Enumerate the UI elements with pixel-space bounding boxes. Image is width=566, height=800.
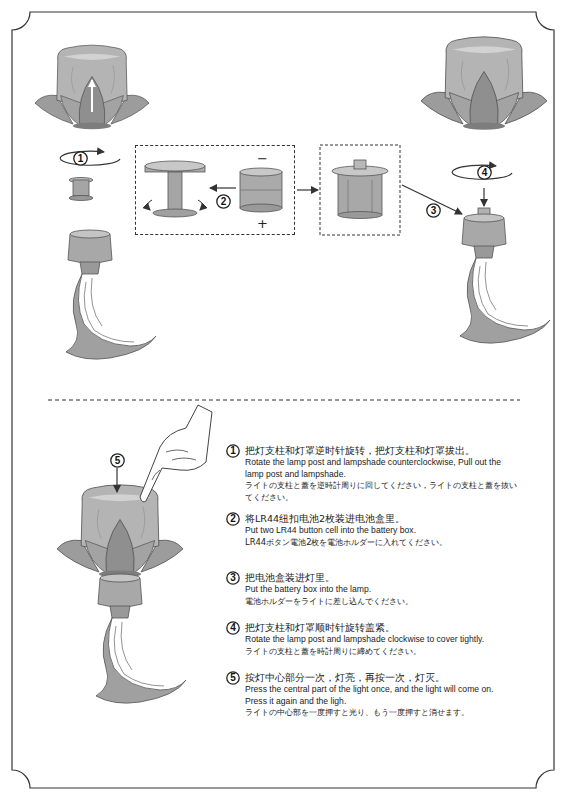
- callout-digit: 3: [426, 203, 441, 218]
- instruction-text: 把灯支柱和灯罩顺时针旋转盖紧。: [245, 621, 517, 634]
- callout-number: 4: [226, 621, 240, 635]
- instruction-step: 把灯支柱和灯罩逆时针旋转，把灯支柱和灯罩拔出。Rotate the lamp p…: [245, 444, 517, 503]
- instruction-step: 将LR44纽扣电池2枚装进电池盒里。Put two LR44 button ce…: [245, 512, 517, 548]
- press-arrow: [116, 468, 117, 492]
- callout-digit: 5: [110, 453, 125, 468]
- polarity-sign: −: [257, 152, 268, 165]
- callout-digit: 2: [226, 512, 240, 526]
- instruction-step: 把电池盒装进灯里。Put the battery box into the la…: [245, 571, 517, 607]
- instruction-text: 将LR44纽扣电池2枚装进电池盒里。: [245, 512, 517, 525]
- instruction-text: ライトの支柱と蓋を時計周りに締めてください。: [245, 646, 517, 658]
- instruction-text: Rotate the lamp post and lampshade clock…: [245, 634, 517, 646]
- instruction-text: ライトの支柱と蓋を逆時計周りに回してください，ライトの支柱と蓋を抜いてください。: [245, 480, 517, 503]
- instruction-text: ライトの中心部を一度押すと光り、もう一度押すと消せます。: [245, 707, 517, 719]
- rotate-arrow: [452, 165, 512, 179]
- lampshade: [421, 37, 547, 130]
- instruction-text: 電池ホルダーをライトに差し込んでください。: [245, 596, 517, 608]
- instruction-text: 把电池盒装进灯里。: [245, 571, 517, 584]
- callout-number: 5: [226, 671, 240, 685]
- instruction-text: Rotate the lamp post and lampshade count…: [245, 457, 517, 480]
- instruction-step: 按灯中心部分一次，灯亮，再按一次，灯灭。Press the central pa…: [245, 671, 517, 719]
- callout-digit: 2: [216, 194, 231, 209]
- hand: [140, 405, 212, 502]
- callout-digit: 5: [226, 671, 240, 685]
- insert-arrow: [210, 187, 236, 188]
- button-cell: [240, 168, 282, 212]
- callout-number: 5: [110, 453, 125, 468]
- callout-digit: 4: [477, 165, 492, 180]
- dashed-box: − +2: [135, 145, 295, 235]
- instruction-text: 把灯支柱和灯罩逆时针旋转，把灯支柱和灯罩拔出。: [245, 444, 517, 457]
- lamp-post: [460, 214, 550, 343]
- callout-number: 2: [216, 194, 231, 209]
- instruction-text: 按灯中心部分一次，灯亮，再按一次，灯灭。: [245, 671, 517, 684]
- callout-digit: 1: [226, 444, 240, 458]
- down-arrow: [483, 188, 484, 206]
- lamp-post: [66, 230, 156, 359]
- callout-number: 3: [426, 203, 441, 218]
- rotate-arrow: [60, 151, 120, 165]
- instruction-text: Press the central part of the light once…: [245, 684, 517, 707]
- callout-number: 1: [226, 444, 240, 458]
- callout-digit: 3: [226, 571, 240, 585]
- callout-number: 2: [226, 512, 240, 526]
- battery-holder: [69, 178, 93, 201]
- battery-holder: [145, 161, 205, 217]
- instruction-step: 把灯支柱和灯罩顺时针旋转盖紧。Rotate the lamp post and …: [245, 621, 517, 657]
- lampshade: [57, 485, 183, 578]
- flow-arrow: [297, 189, 318, 190]
- separator: [48, 400, 520, 401]
- instruction-text: Put two LR44 button cell into the batter…: [245, 525, 517, 537]
- page-frame: [12, 12, 554, 788]
- callout-number: 1: [73, 151, 88, 166]
- callout-digit: 4: [226, 621, 240, 635]
- callout-number: 3: [226, 571, 240, 585]
- callout-number: 4: [477, 165, 492, 180]
- lamp-post: [96, 574, 186, 703]
- instruction-text: LR44ボタン電池2枚を電池ホルダーに入れてください。: [245, 537, 517, 549]
- dashed-box: [320, 145, 400, 235]
- instruction-text: Put the battery box into the lamp.: [245, 584, 517, 596]
- lampshade: [35, 45, 149, 129]
- battery-box: [332, 160, 388, 219]
- polarity-sign: +: [257, 217, 268, 230]
- callout-digit: 1: [73, 151, 88, 166]
